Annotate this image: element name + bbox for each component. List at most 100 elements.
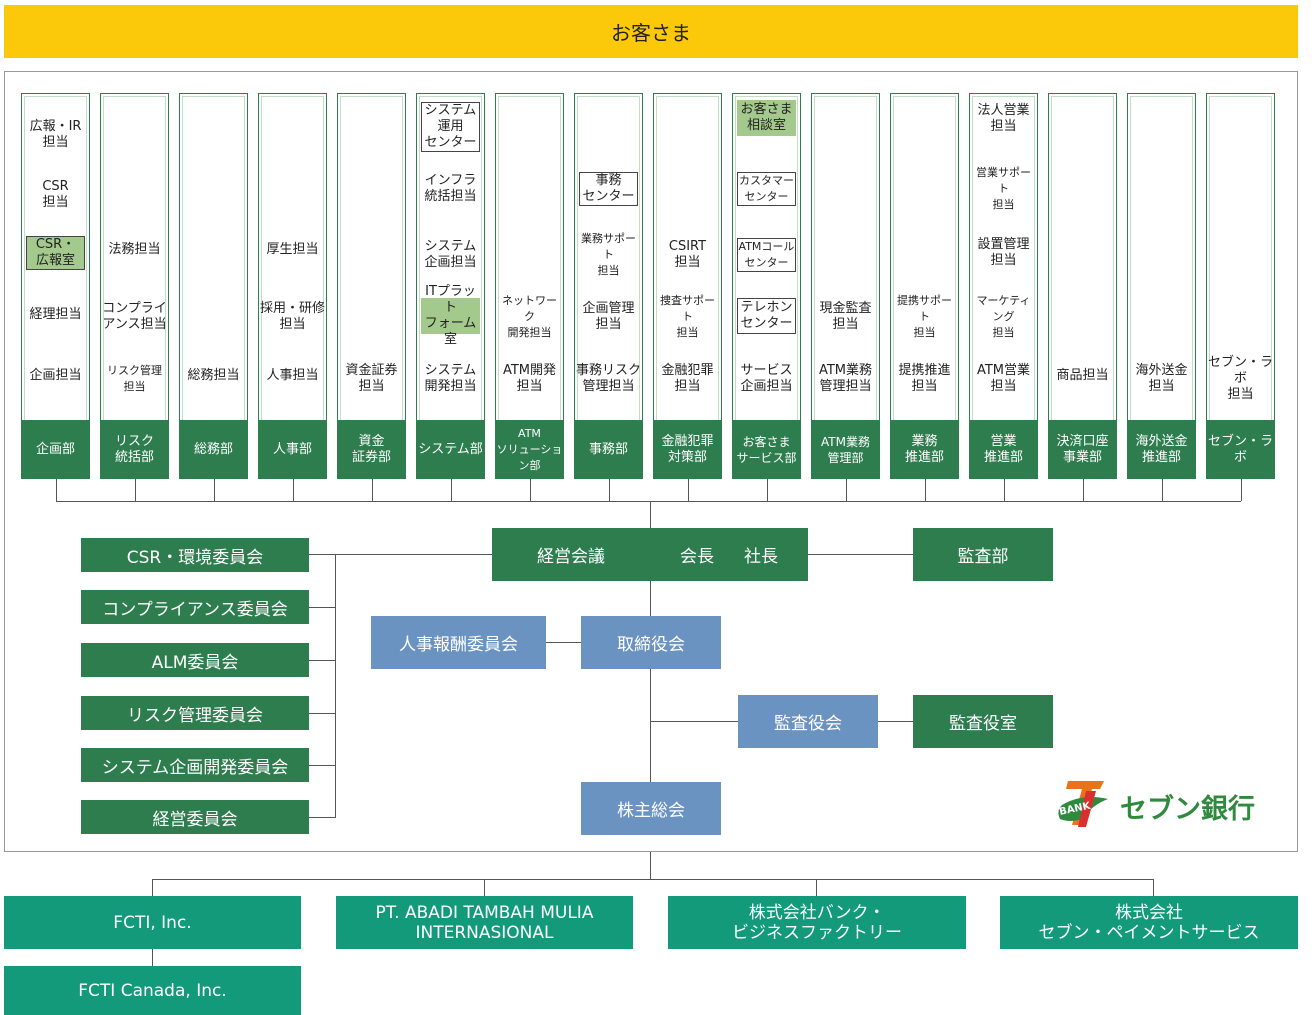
section-item: 広報・IR 担当 [29, 119, 82, 150]
department-drop-line [687, 479, 689, 501]
department-drop-line [213, 479, 215, 501]
audit-dept-label: 監査部 [957, 547, 1009, 567]
department-column [1048, 93, 1117, 479]
compensation-committee-label: 人事報酬委員会 [399, 635, 518, 655]
department-drop-line [529, 479, 531, 501]
section-item: セブン・ラボ 担当 [1208, 355, 1274, 402]
department-column [1127, 93, 1196, 479]
subsidiary-bus-line [152, 879, 1154, 880]
board-box: 取締役会 [581, 616, 721, 669]
subsidiary-label: 株式会社バンク・ ビジネスファクトリー [732, 902, 902, 943]
section-item: サービス 企画担当 [740, 363, 793, 394]
section-item: 捜査サポート 担当 [660, 294, 715, 339]
subsidiary-bank-business-factory: 株式会社バンク・ ビジネスファクトリー [668, 896, 966, 949]
section-item: 経理担当 [29, 307, 82, 322]
shareholders-box: 株主総会 [581, 782, 721, 835]
department-drop-line [766, 479, 768, 501]
department-label: 業務 推進部 [890, 420, 959, 479]
section-item: 業務サポート 担当 [581, 232, 636, 277]
section-item: インフラ 統括担当 [424, 173, 477, 204]
auditors-label: 監査役会 [774, 714, 842, 734]
subsidiary-label: 株式会社 セブン・ペイメントサービス [1038, 902, 1260, 943]
department-drop-line [1240, 479, 1242, 501]
section-item: テレホン センター [737, 298, 796, 334]
subsidiary-drop-line [152, 949, 153, 966]
department-column [890, 93, 959, 479]
section-item: 事務 センター [579, 172, 638, 206]
section-item: 総務担当 [187, 368, 240, 383]
section-item: 設置管理 担当 [977, 237, 1030, 268]
subsidiary-drop-line [816, 879, 817, 896]
board-link-line [546, 642, 581, 643]
department-label: 海外送金 推進部 [1127, 420, 1196, 479]
section-item: 採用・研修 担当 [260, 301, 326, 332]
committee-bus-line [335, 554, 336, 818]
section-item: 提携サポート 担当 [897, 294, 952, 339]
department-label: 資金 証券部 [337, 420, 406, 479]
section-item: 現金監査 担当 [819, 301, 872, 332]
board-label: 取締役会 [617, 635, 685, 655]
department-column [732, 93, 801, 479]
department-drop-line [55, 479, 57, 501]
department-label: 決済口座 事業部 [1048, 420, 1117, 479]
section-item: システム 運用 センター [421, 102, 480, 152]
department-drop-line [1003, 479, 1005, 501]
subsidiary-fcti-canada: FCTI Canada, Inc. [4, 966, 301, 1015]
section-item: マーケティング 担当 [976, 294, 1031, 339]
subsidiary-label: FCTI, Inc. [113, 912, 192, 933]
customers-label: お客さま [611, 21, 691, 45]
shareholders-label: 株主総会 [617, 801, 685, 821]
subsidiary-drop-line [1153, 879, 1154, 896]
chairman-president-box: 会長 社長 [650, 528, 808, 581]
department-column [337, 93, 406, 479]
subsidiary-label: FCTI Canada, Inc. [78, 980, 227, 1001]
section-item: CSR・ 広報室 [26, 236, 85, 270]
subsidiary-drop-line [152, 879, 153, 896]
section-item: システム 開発担当 [424, 363, 477, 394]
department-label: セブン・ラボ [1206, 420, 1275, 479]
section-item: ATM業務 管理担当 [818, 363, 873, 394]
section-item: 企画管理 担当 [582, 301, 635, 332]
section-item: リスク管理 担当 [107, 364, 162, 393]
section-item: ATM開発 担当 [502, 363, 557, 394]
department-column [100, 93, 169, 479]
section-item: CSR 担当 [42, 179, 69, 210]
department-label: 人事部 [258, 420, 327, 479]
department-drop-line [450, 479, 452, 501]
subsidiary-abadi: PT. ABADI TAMBAH MULIA INTERNASIONAL [336, 896, 633, 949]
organization-frame [4, 71, 1298, 852]
committee-link-line [309, 554, 492, 555]
management-meeting-box: 経営会議 [492, 528, 650, 581]
section-item: システム 企画担当 [424, 239, 477, 270]
section-item: ネットワーク 開発担当 [502, 294, 557, 339]
section-item: カスタマー センター [737, 172, 796, 206]
section-item: 金融犯罪 担当 [661, 363, 714, 394]
auditors-office-label: 監査役室 [949, 714, 1017, 734]
section-item: 事務リスク 管理担当 [576, 363, 642, 394]
department-label: 企画部 [21, 420, 90, 479]
department-label: 事務部 [574, 420, 643, 479]
customers-banner: お客さま [4, 5, 1298, 58]
audit-link-line [808, 554, 913, 555]
auditors-link-line [650, 721, 738, 722]
trunk-line [650, 669, 651, 782]
trunk-line [650, 581, 651, 616]
section-item: 法務担当 [108, 242, 161, 257]
committee-box: ALM委員会 [81, 643, 309, 677]
section-item: 企画担当 [29, 368, 82, 383]
department-column [574, 93, 643, 479]
department-drop-line [1161, 479, 1163, 501]
management-meeting-label: 経営会議 [537, 547, 605, 567]
section-item: ATMコール センター [737, 238, 796, 272]
department-drop-line [924, 479, 926, 501]
department-column [179, 93, 248, 479]
subsidiary-trunk-line [650, 852, 651, 879]
department-label: 総務部 [179, 420, 248, 479]
section-item: 法人営業 担当 [977, 103, 1030, 134]
committee-link-line [309, 765, 335, 766]
committee-box: CSR・環境委員会 [81, 538, 309, 572]
section-item: 商品担当 [1056, 368, 1109, 383]
section-item: お客さま 相談室 [737, 100, 796, 136]
department-column [969, 93, 1038, 479]
subsidiary-fcti: FCTI, Inc. [4, 896, 301, 949]
